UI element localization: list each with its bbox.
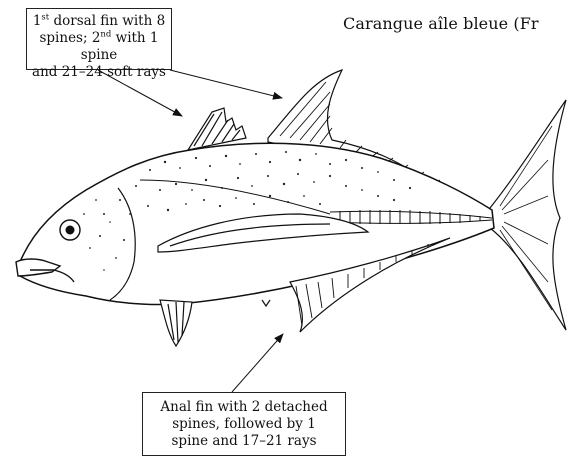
caudal-fin (490, 100, 566, 330)
detached-anal-spines (262, 300, 270, 306)
dorsal-arrow-second (170, 70, 282, 98)
pelvic-fin (160, 300, 192, 346)
dorsal-arrow-first (98, 70, 182, 116)
anal-arrow (232, 334, 283, 392)
eye (60, 220, 80, 240)
